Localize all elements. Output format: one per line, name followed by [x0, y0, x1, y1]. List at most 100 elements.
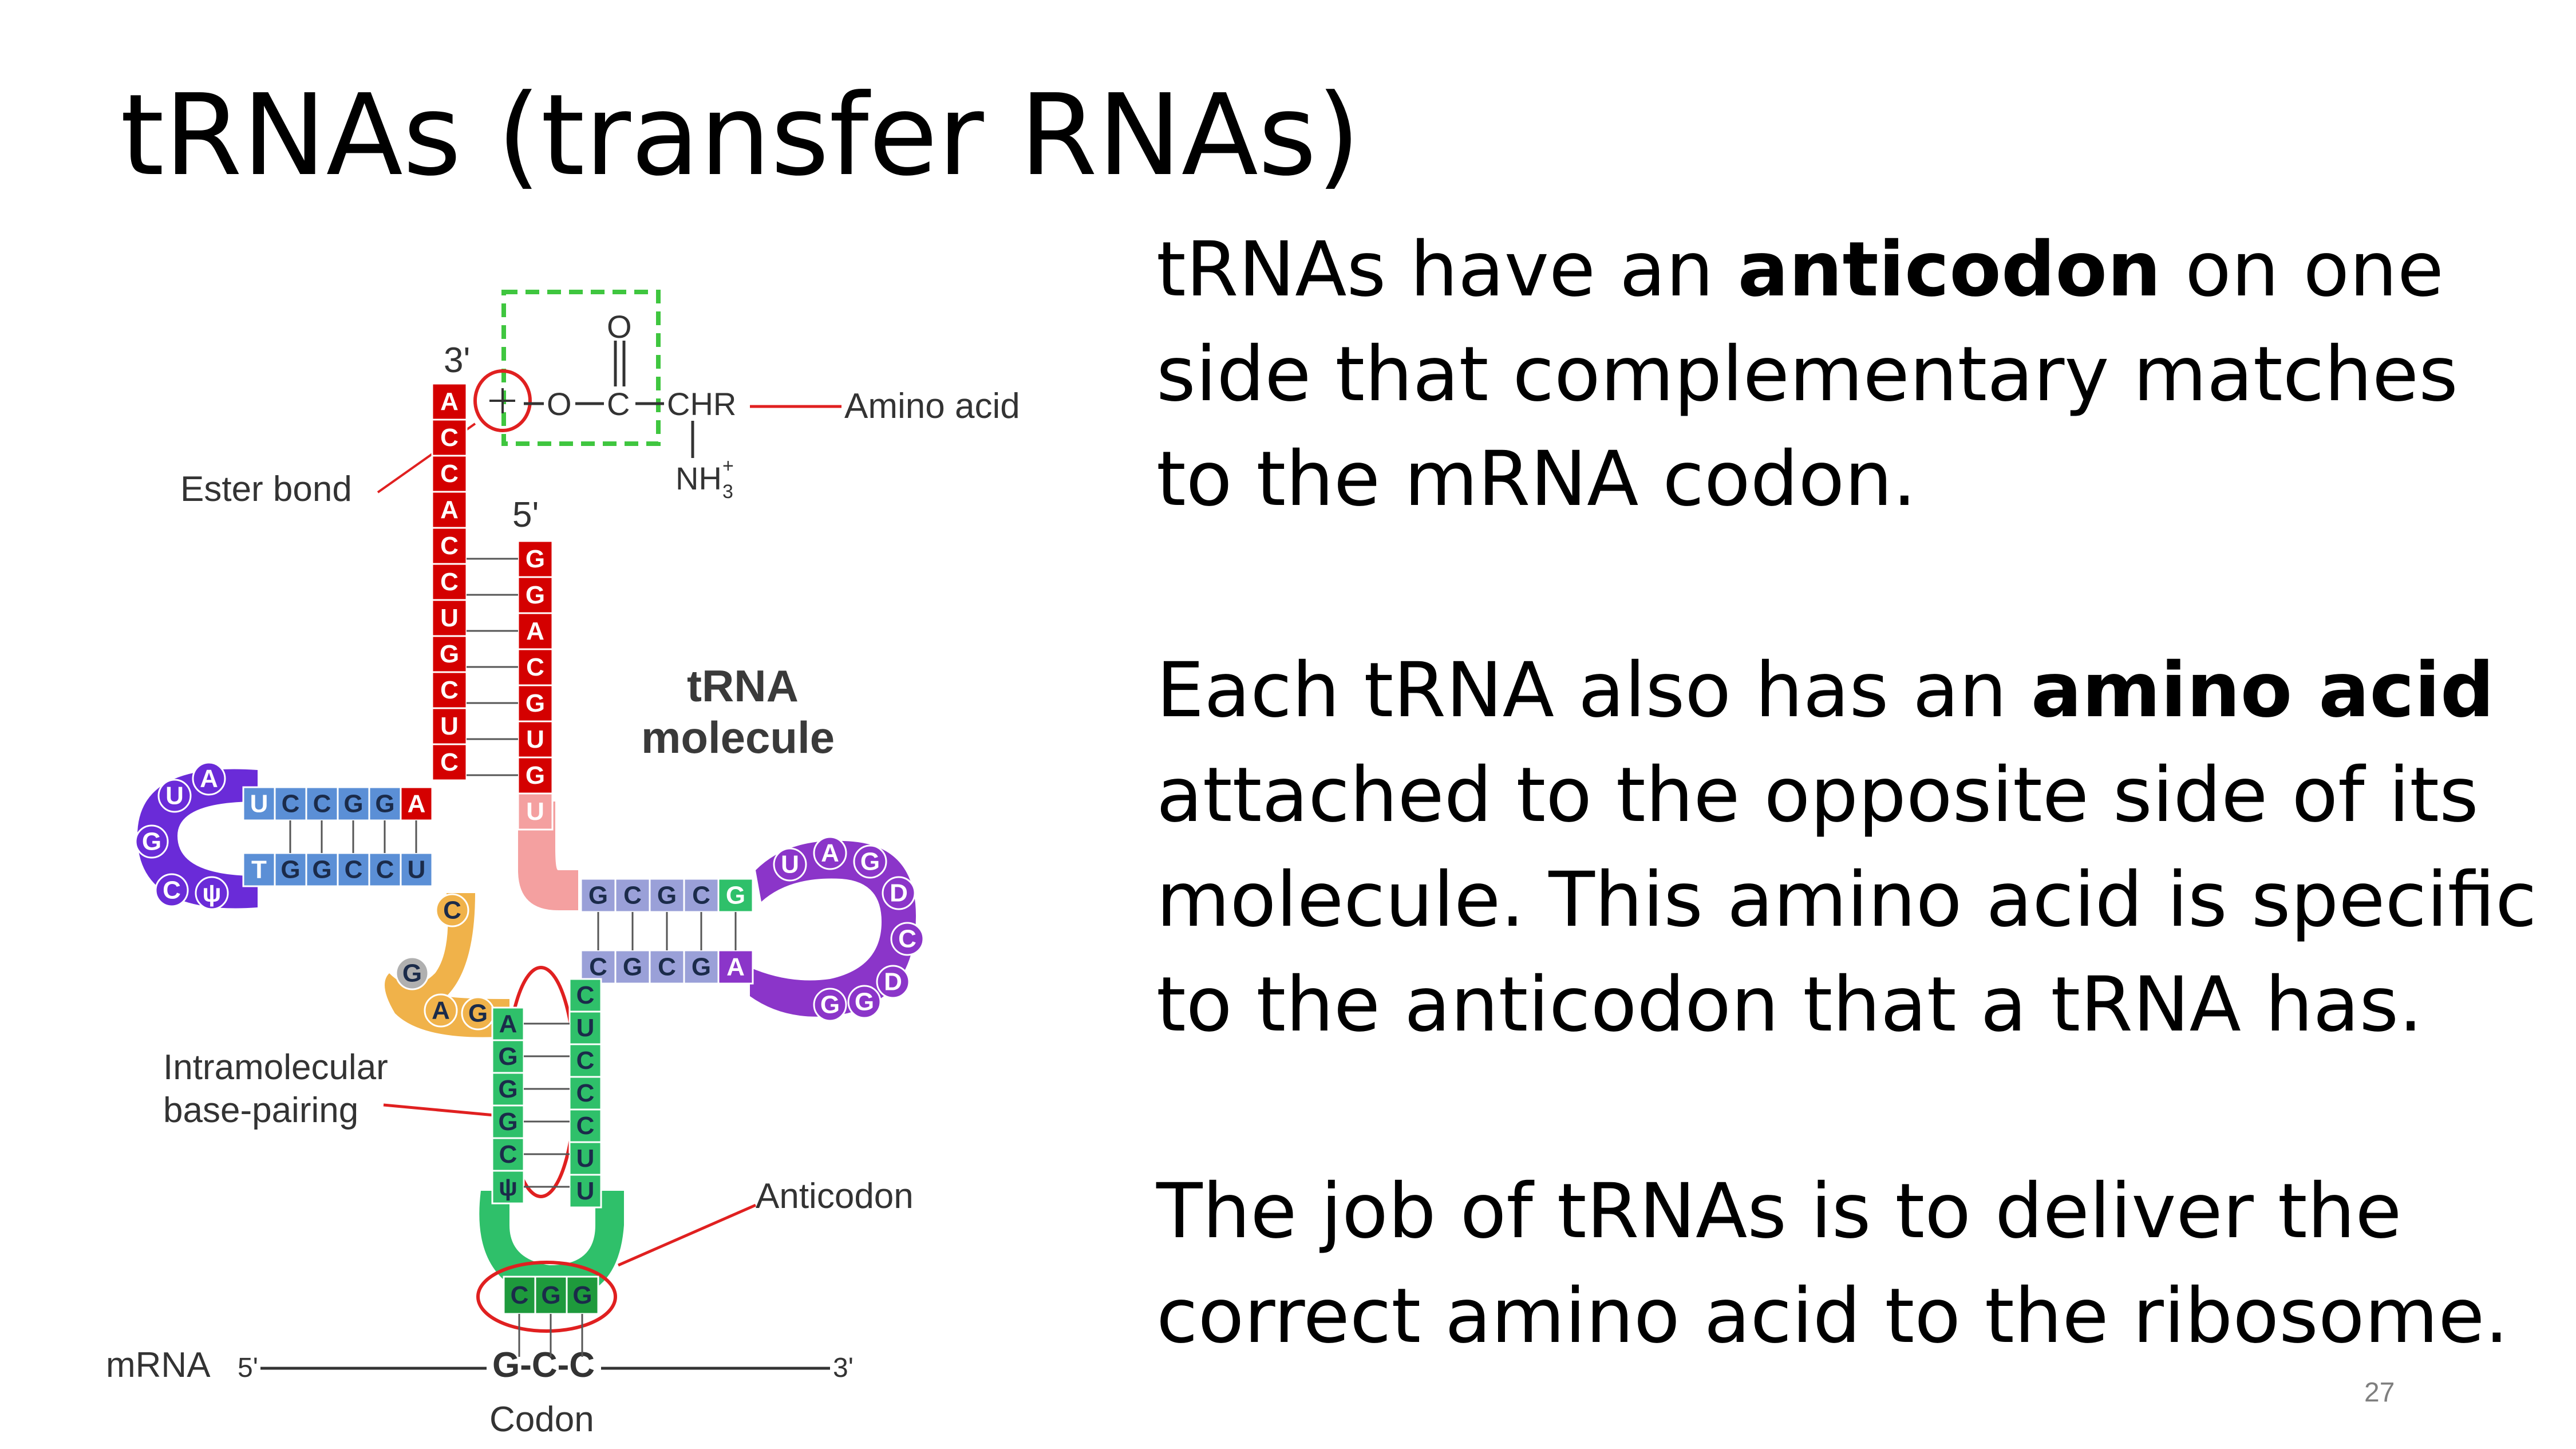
t-loop-nt-letter: D	[884, 968, 902, 996]
p1-pre: tRNAs have an	[1156, 226, 1738, 314]
ac-stem-left-nt-letter: G	[498, 1075, 517, 1103]
acceptor-3-nt-box	[431, 527, 468, 565]
acceptor-5-extra-letter: U	[526, 797, 544, 826]
anticodon-nt-letter: C	[511, 1281, 529, 1309]
ac-stem-left-nt-letter: C	[499, 1140, 517, 1168]
variable-nt-letter: A	[432, 997, 450, 1025]
d-arm-top-nt-letter: G	[343, 790, 363, 818]
acceptor-3-nt-letter: C	[440, 424, 459, 452]
d-arm-top-nt: G	[368, 786, 402, 822]
t-arm-top-nt: G	[580, 878, 617, 913]
acceptor-5-nt-letter: G	[526, 581, 545, 609]
label-codon: Codon	[489, 1400, 594, 1439]
acceptor-3-nt-box	[431, 455, 468, 493]
ac-stem-left-nt: G	[491, 1072, 525, 1107]
d-arm-top-nt: A	[400, 786, 433, 822]
ac-stem-right-nt-letter: C	[576, 1047, 595, 1075]
d-arm-bottom-nt: C	[368, 852, 402, 887]
ac-stem-left-nt-box	[491, 1170, 525, 1205]
t-arm-bottom-nt-box	[717, 949, 754, 985]
p2-post: attached to the opposite side of its mol…	[1156, 751, 2537, 1049]
d-loop-nt: U	[157, 779, 192, 813]
t-loop-nt-letter: D	[890, 879, 908, 907]
t-loop-nt-dot	[847, 985, 882, 1019]
d-loop-nt-dot	[195, 876, 229, 910]
ac-stem-left-nt: G	[491, 1104, 525, 1139]
ester-bond-circle	[473, 369, 532, 432]
variable-nt-dot	[424, 993, 458, 1028]
variable-nt: G	[395, 956, 429, 990]
d-arm-bottom-nt: C	[337, 852, 370, 887]
d-arm-bottom-nt-letter: G	[280, 856, 300, 884]
d-arm-bottom-nt-box	[274, 852, 307, 887]
acceptor-3-nt: U	[431, 707, 468, 745]
label-codon-seq: G-C-C	[492, 1345, 595, 1385]
acceptor-3-nt-box	[431, 563, 468, 601]
t-loop-nt-letter: A	[821, 839, 839, 867]
acceptor-5-nt-box	[517, 684, 554, 722]
acceptor-5-extra-box	[517, 792, 554, 831]
d-arm-bottom-nt-box	[400, 852, 433, 887]
acceptor-3-nt: A	[431, 382, 468, 421]
t-arm-bottom-nt-letter: C	[658, 953, 676, 981]
acceptor-3-nt-box	[431, 635, 468, 673]
ac-stem-right-nt-letter: C	[576, 1079, 595, 1107]
ac-stem-left-nt-letter: A	[499, 1010, 517, 1038]
acceptor-3-nt-letter: C	[440, 676, 459, 704]
t-arm-bottom-nt-letter: A	[726, 953, 745, 981]
label-mrna-5: 5'	[238, 1353, 258, 1383]
acceptor-3-nt: A	[431, 491, 468, 529]
t-loop-nt-dot	[882, 876, 916, 910]
chem-nh3: NH	[675, 460, 722, 496]
d-loop-nt-dot	[155, 873, 189, 907]
label-anticodon: Anticodon	[756, 1176, 914, 1216]
ac-stem-left-nt: A	[491, 1006, 525, 1041]
d-loop-nt: ψ	[195, 876, 229, 910]
t-arm-top-nt: G	[717, 878, 754, 913]
t-loop-nt: G	[813, 988, 847, 1022]
variable-nt-letter: C	[443, 897, 461, 925]
t-loop-nt: G	[847, 985, 882, 1019]
t-arm-bottom-nt: G	[614, 949, 651, 985]
ac-stem-right-nt-letter: C	[576, 981, 595, 1009]
label-molecule: molecule	[641, 712, 835, 763]
d-arm-top-nt-letter: G	[375, 790, 394, 818]
label-base-pairing: base-pairing	[163, 1091, 358, 1130]
acceptor-3-nt-letter: C	[440, 748, 459, 776]
t-loop-nt-dot	[813, 988, 847, 1022]
ac-stem-left-nt-letter: G	[498, 1043, 517, 1071]
acceptor-3-nt: U	[431, 599, 468, 637]
d-arm-bottom-nt: G	[274, 852, 307, 887]
chem-o-link: O	[547, 386, 572, 422]
d-loop-nt: A	[192, 761, 226, 796]
d-arm-top-nt-box	[400, 786, 433, 822]
acceptor-3-nt-box	[431, 491, 468, 529]
anticodon-nt-box	[534, 1276, 568, 1315]
chem-nh3-sub: 3	[722, 481, 733, 503]
t-arm-bottom-nt-letter: C	[589, 953, 607, 981]
d-loop-nt-letter: G	[142, 828, 161, 856]
t-loop-nt: A	[813, 836, 847, 870]
ac-stem-right-nt: C	[568, 1108, 602, 1143]
acceptor-5-extra: U	[517, 792, 554, 831]
t-arm-bottom-nt: G	[683, 949, 720, 985]
p2-pre: Each tRNA also has an	[1156, 646, 2031, 735]
anticodon-nt: C	[503, 1276, 536, 1315]
t-loop-nt-dot	[773, 847, 807, 882]
d-loop-nt-letter: A	[200, 765, 218, 793]
ac-stem-right-nt: U	[568, 1010, 602, 1045]
acceptor-3-nt: C	[431, 563, 468, 601]
acceptor-3-nt: C	[431, 455, 468, 493]
ac-stem-left-nt: G	[491, 1039, 525, 1074]
t-arm-top-nt-letter: G	[657, 882, 677, 910]
acceptor-5-nt: C	[517, 648, 554, 686]
t-arm-top-nt-box	[717, 878, 754, 913]
label-intramolecular: Intramolecular	[163, 1048, 388, 1087]
ac-stem-right-nt-letter: C	[576, 1112, 595, 1140]
acceptor-3-nt-letter: A	[440, 496, 459, 524]
t-loop-nt: U	[773, 847, 807, 882]
d-loop-nt-dot	[192, 761, 226, 796]
label-amino-acid: Amino acid	[844, 386, 1020, 426]
t-loop-nt-dot	[890, 922, 924, 956]
ac-stem-right-nt-box	[568, 1141, 602, 1176]
